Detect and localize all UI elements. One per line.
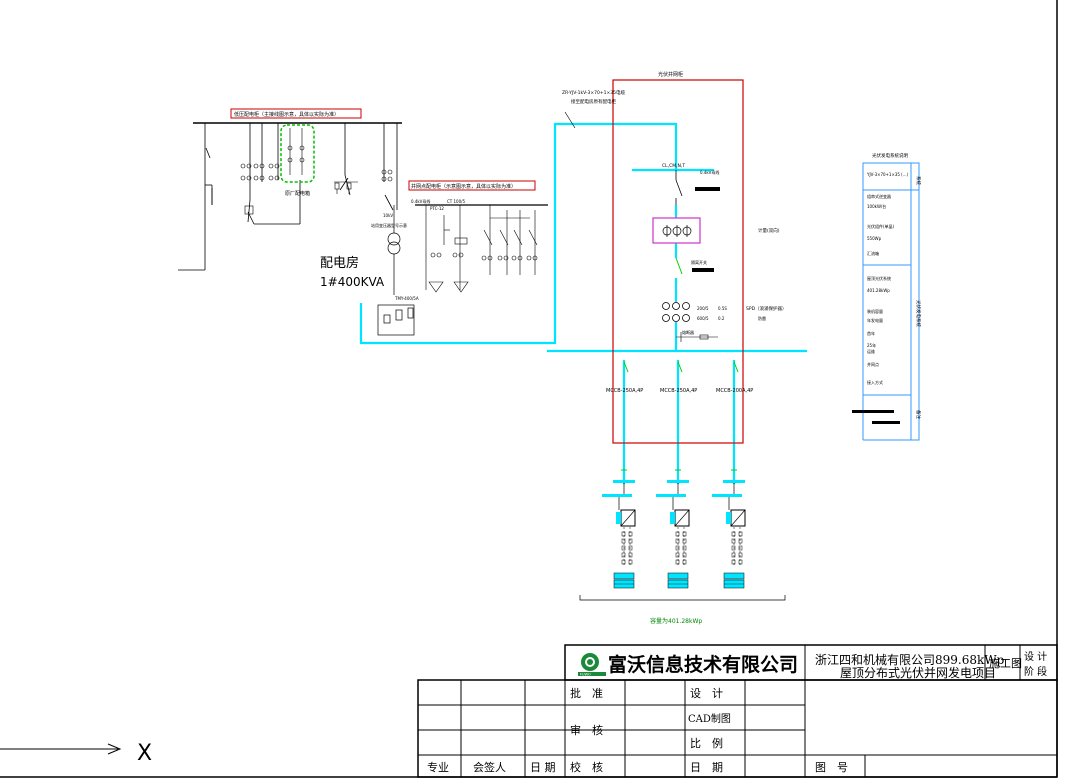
scale-label: 比 例	[690, 736, 723, 750]
cad-label: CAD制图	[688, 712, 731, 725]
title-block	[417, 644, 1058, 778]
legend-item: 550Wp	[867, 236, 882, 241]
ct-label-4: 0.2	[718, 316, 725, 321]
pv-grid-cabinet: 光伏并网柜 ZR-YJV-1kV-3×70+1×35电缆 接至配电房原有配电柜 …	[562, 71, 787, 589]
sub-label: 并网点配电柜（示意图示意，具体以实际为准）	[411, 183, 516, 190]
legend-side-3: 备注	[915, 410, 922, 419]
legend-item: 汇流箱	[867, 250, 879, 256]
ct-label-3: 600/5	[697, 316, 709, 321]
review-label: 审 核	[570, 723, 603, 737]
legend-item: 401.28kWp	[867, 288, 890, 293]
sub-label-box	[408, 180, 536, 191]
cable-label-1: ZR-YJV-1kV-3×70+1×35电缆	[562, 89, 626, 96]
legend-item: 光伏组件(单晶)	[867, 223, 895, 229]
ct-label-2: 0.5S	[718, 306, 727, 311]
countersign-label: 会签人	[473, 760, 506, 774]
project-line2: 屋顶分布式光伏并网发电项目	[840, 665, 996, 680]
design-label: 设 计	[690, 687, 723, 700]
legend-item: 100kW/台	[867, 203, 886, 209]
check-label: 校 核	[570, 760, 603, 774]
bus-label: 0.4kV母线	[700, 169, 719, 175]
date-label: 日 期	[690, 761, 723, 774]
feeder-label: MCCB-200A,4P	[716, 388, 753, 394]
legend-item: 装机容量	[867, 308, 883, 314]
feeder-label: MCCB-250A,4P	[660, 388, 697, 394]
meter-box	[652, 217, 701, 244]
feeders-layer: MCCB-250A,4P MCCB-250A,4P MCCB-200A,4P	[602, 361, 753, 589]
ct-label-1: 200/5	[697, 306, 709, 311]
low-voltage-switchgear: 低压配电柜（主接线图示意，具体以实际为准）	[178, 108, 402, 271]
highlight-label: 原厂配电箱	[285, 190, 310, 197]
room-label: 配电房	[320, 255, 359, 271]
legend-item: 接入方式	[867, 379, 883, 385]
panel-title: 光伏并网柜	[658, 71, 683, 78]
legend-title: 光伏发电系统说明	[872, 152, 908, 159]
meter-label: 计量(双向)	[758, 227, 780, 234]
ucs-axis-icon: X	[0, 741, 152, 766]
legend-item: 25年	[867, 342, 876, 348]
cabinet-frame	[612, 79, 744, 444]
approve-label: 批 准	[570, 686, 603, 700]
cable-label-2: 接至配电房原有配电柜	[571, 98, 616, 105]
spd-label: SPD（浪涌保护器）	[746, 305, 787, 312]
company-logo: FUWO	[578, 653, 606, 677]
axis-x-label: X	[137, 741, 152, 766]
sub-device-label: PTC-12	[430, 206, 444, 211]
project-line1: 浙江四和机械有限公司899.68kWp	[815, 652, 1005, 667]
transformer-note: 10kV	[383, 213, 393, 218]
legend-item: 组串式逆变器	[867, 193, 891, 199]
legend-side-1: 系统	[915, 176, 922, 185]
design-stage2: 阶 段	[1024, 665, 1047, 678]
transformer-note2: 站用变压器型号示意	[371, 222, 407, 228]
switch-label: 隔离开关	[691, 259, 707, 265]
breaker-top-label: CL,CM,N,T	[662, 163, 685, 169]
legend-item: 首年	[867, 330, 875, 336]
drawing-no-label: 图 号	[815, 761, 848, 774]
grid-connection-panel: 并网点配电柜（示意图示意，具体以实际为准） 0.4kV母线 PTC-12 CT …	[320, 180, 548, 336]
pv-cable-route	[359, 122, 807, 484]
legend-item: YJV-3×70+1×35 (...)	[866, 172, 909, 177]
feeder-branch: MCCB-250A,4P	[602, 361, 643, 589]
sub-ct-label: CT 100/5	[447, 199, 465, 204]
legend-item: 运维	[867, 348, 875, 354]
transformer-label: 1#400KVA	[320, 275, 385, 289]
feeder-branch: MCCB-250A,4P	[656, 361, 697, 589]
legend-item: 年发电量	[867, 317, 883, 323]
spd-note: 防雷	[758, 315, 766, 321]
fuse-label: 熔断器	[682, 329, 694, 335]
main-label: 低压配电柜（主接线图示意，具体以实际为准）	[234, 111, 339, 118]
feeder-label: MCCB-250A,4P	[606, 388, 643, 394]
capacity-label: 容量为401.28kWp	[650, 617, 702, 625]
legend-item: 并网点	[867, 361, 879, 367]
feeder-branch: MCCB-200A,4P	[712, 361, 753, 589]
company-name: 富沃信息技术有限公司	[608, 653, 798, 676]
capacity-bracket: 容量为401.28kWp	[579, 595, 786, 625]
sub-bus-label: 0.4kV母线	[411, 198, 430, 204]
design-stage: 设 计	[1024, 650, 1047, 663]
sign-date-label: 日 期	[530, 761, 556, 774]
legend-side-2: 光伏发电系统	[915, 300, 922, 327]
discipline-label: 专业	[427, 760, 449, 774]
highlight-box	[280, 124, 315, 183]
logo-text: FUWO	[580, 673, 591, 677]
stage-label: 施工图	[989, 657, 1022, 670]
legend-item: 屋顶光伏系统	[867, 275, 891, 281]
cabinet-tag: TMY-400/5A	[394, 296, 419, 301]
legend-panel: 光伏发电系统说明 YJV-3×70+1×35 (...) 组串式逆变器 100kW/…	[852, 152, 922, 441]
main-label-box	[230, 108, 362, 119]
